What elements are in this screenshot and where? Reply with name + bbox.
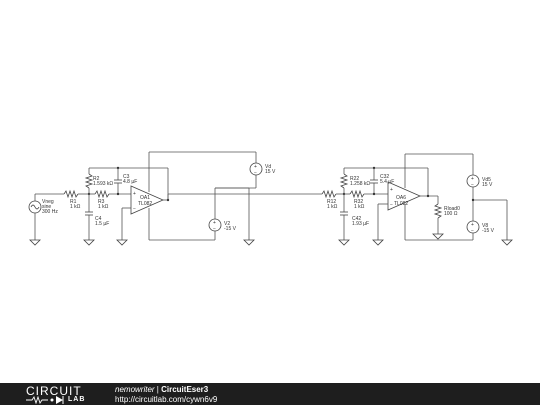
svg-text:+: + [254, 164, 257, 170]
svg-text:−: − [133, 206, 136, 212]
opamp-oa6[interactable]: + − [387, 181, 421, 211]
dc-source-v2[interactable]: + − [208, 218, 222, 232]
r22-value: 1.258 kΩ [350, 181, 370, 187]
oa6-name: OA6 [396, 195, 406, 201]
voltage-source-vneg[interactable] [28, 194, 42, 240]
c3-name: C3 [123, 174, 130, 180]
r2-name: R2 [93, 176, 100, 182]
svg-text:−: − [254, 170, 257, 176]
resistor-r12[interactable] [321, 189, 337, 199]
r22-name: R22 [350, 176, 359, 182]
ground-symbol [338, 239, 350, 246]
r1-value: 1 kΩ [70, 204, 81, 210]
username-link[interactable]: nemowriter [115, 385, 155, 394]
logo-bottom-text: LAB [68, 396, 86, 403]
svg-text:−: − [471, 228, 474, 234]
capacitor-c3[interactable] [114, 168, 122, 194]
r12-name: R12 [327, 199, 336, 205]
rload-value: 100 Ω [444, 211, 458, 217]
v8-value: -15 V [482, 228, 495, 234]
vd5-value: 15 V [482, 182, 493, 188]
svg-text:+: + [390, 187, 393, 193]
resistor-r22[interactable] [339, 173, 349, 189]
ground-symbol [243, 239, 255, 246]
footer-bar: CIRCUIT LAB nemowriter | CircuitEser3 ht… [0, 383, 540, 405]
byline: nemowriter | CircuitEser3 [115, 385, 208, 394]
svg-text:+: + [213, 220, 216, 226]
resistor-r1[interactable] [63, 189, 79, 199]
v2-value: -15 V [224, 226, 237, 232]
vneg-type: sine [42, 204, 51, 210]
vd-value: 15 V [265, 169, 276, 175]
ground-symbol [501, 239, 513, 246]
circuitlab-logo[interactable]: CIRCUIT LAB [26, 384, 96, 404]
r3-value: 1 kΩ [98, 204, 109, 210]
vd-name: Vd [265, 164, 271, 170]
svg-text:−: − [213, 226, 216, 232]
c3-value: 4.8 µF [123, 179, 137, 185]
vneg-label: Vneg [42, 199, 54, 205]
r1-name: R1 [70, 199, 77, 205]
circuit-url-link[interactable]: http://circuitlab.com/cywn6v9 [115, 395, 218, 404]
r2-value: 1.593 kΩ [93, 181, 113, 187]
logo-circuit-icon [26, 395, 64, 404]
ground-symbol [372, 239, 384, 246]
resistor-rload0[interactable] [433, 203, 443, 219]
capacitor-c4[interactable] [85, 211, 93, 216]
ground-symbol [29, 239, 41, 246]
dc-source-v8[interactable]: + − [466, 220, 480, 234]
vneg-freq: 300 Hz [42, 209, 58, 215]
capacitor-c32[interactable] [370, 168, 378, 194]
r32-name: R32 [354, 199, 363, 205]
oa1-part: TL082 [138, 201, 152, 207]
v2-name: V2 [224, 221, 230, 227]
byline-separator: | [154, 385, 162, 394]
dc-source-vd[interactable]: + − [249, 162, 263, 176]
svg-text:+: + [133, 191, 136, 197]
svg-text:+: + [471, 176, 474, 182]
resistor-r32[interactable] [349, 189, 365, 199]
c42-value: 1.93 µF [352, 221, 369, 227]
vd5-name: Vd5 [482, 177, 491, 183]
v8-name: V8 [482, 223, 488, 229]
ground-symbol [83, 239, 95, 246]
svg-text:−: − [471, 182, 474, 188]
r32-value: 1 kΩ [354, 204, 365, 210]
capacitor-c42[interactable] [340, 211, 348, 216]
oa1-name: OA1 [140, 195, 150, 201]
dc-source-vd5[interactable]: + − [466, 174, 480, 188]
rload-name: Rload0 [444, 206, 460, 212]
resistor-r3[interactable] [94, 189, 110, 199]
oa6-part: TL082 [394, 201, 408, 207]
logo-top-text: CIRCUIT [26, 384, 82, 398]
schematic-canvas: Vneg sine 300 Hz R1 1 kΩ R2 1.593 kΩ C3 … [28, 151, 513, 246]
circuit-title[interactable]: CircuitEser3 [161, 385, 209, 394]
r3-name: R3 [98, 199, 105, 205]
c32-value: 5.4 µF [380, 179, 394, 185]
c42-name: C42 [352, 216, 361, 222]
opamp-oa1[interactable]: + − [130, 185, 164, 215]
svg-text:−: − [390, 202, 393, 208]
ground-symbol [116, 239, 128, 246]
c32-name: C32 [380, 174, 389, 180]
ground-symbol [432, 233, 444, 240]
r12-value: 1 kΩ [327, 204, 338, 210]
svg-text:+: + [471, 222, 474, 228]
resistor-r2[interactable] [84, 173, 94, 189]
c4-name: C4 [95, 216, 102, 222]
c4-value: 1.5 µF [95, 221, 109, 227]
